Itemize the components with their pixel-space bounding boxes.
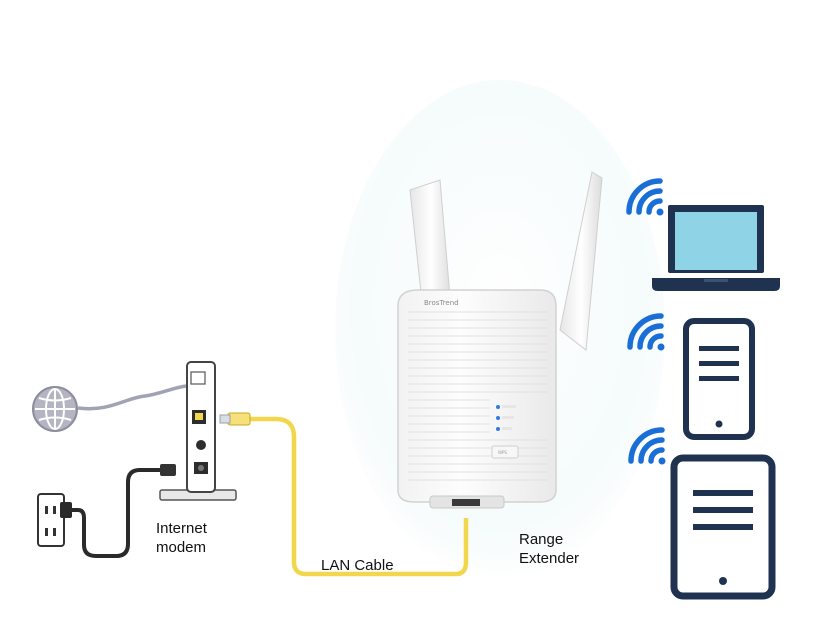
lan-cable-line [248,416,469,577]
wifi-icon [627,313,665,351]
lan-connector [219,412,251,426]
extender-lan-port [452,499,480,506]
extender-brand-logo: BrosTrend [424,299,459,307]
extender-led [496,427,500,431]
power-plug [160,464,176,476]
range-extender-label-line1: Range [519,531,564,548]
led-label [502,405,516,408]
globe-icon [32,386,78,432]
internet-modem-label: Internet modem [156,519,246,557]
tablet-icon [670,454,776,600]
internet-cable [77,384,187,411]
extender-led [496,416,500,420]
range-extender-label: Range Extender [519,530,609,568]
extender-led [496,405,500,409]
internet-modem [159,361,237,501]
tablet-icon [683,318,755,440]
power-cord [60,468,166,558]
lan-cable-label: LAN Cable [321,557,394,574]
wifi-icon [626,178,664,216]
internet-modem-label-line2: modem [156,539,207,556]
range-extender: BrosTrend WPS [397,171,603,509]
wps-button-label: WPS [498,450,507,455]
range-extender-label-line2: Extender [519,550,580,567]
led-label [502,427,512,430]
laptop-icon [652,205,780,291]
internet-modem-label-line1: Internet [156,520,207,537]
led-label [502,416,514,419]
power-outlet-icon [37,493,72,547]
wifi-icon [628,427,666,465]
wps-button [491,445,519,459]
extender-vent-lines [408,311,548,481]
